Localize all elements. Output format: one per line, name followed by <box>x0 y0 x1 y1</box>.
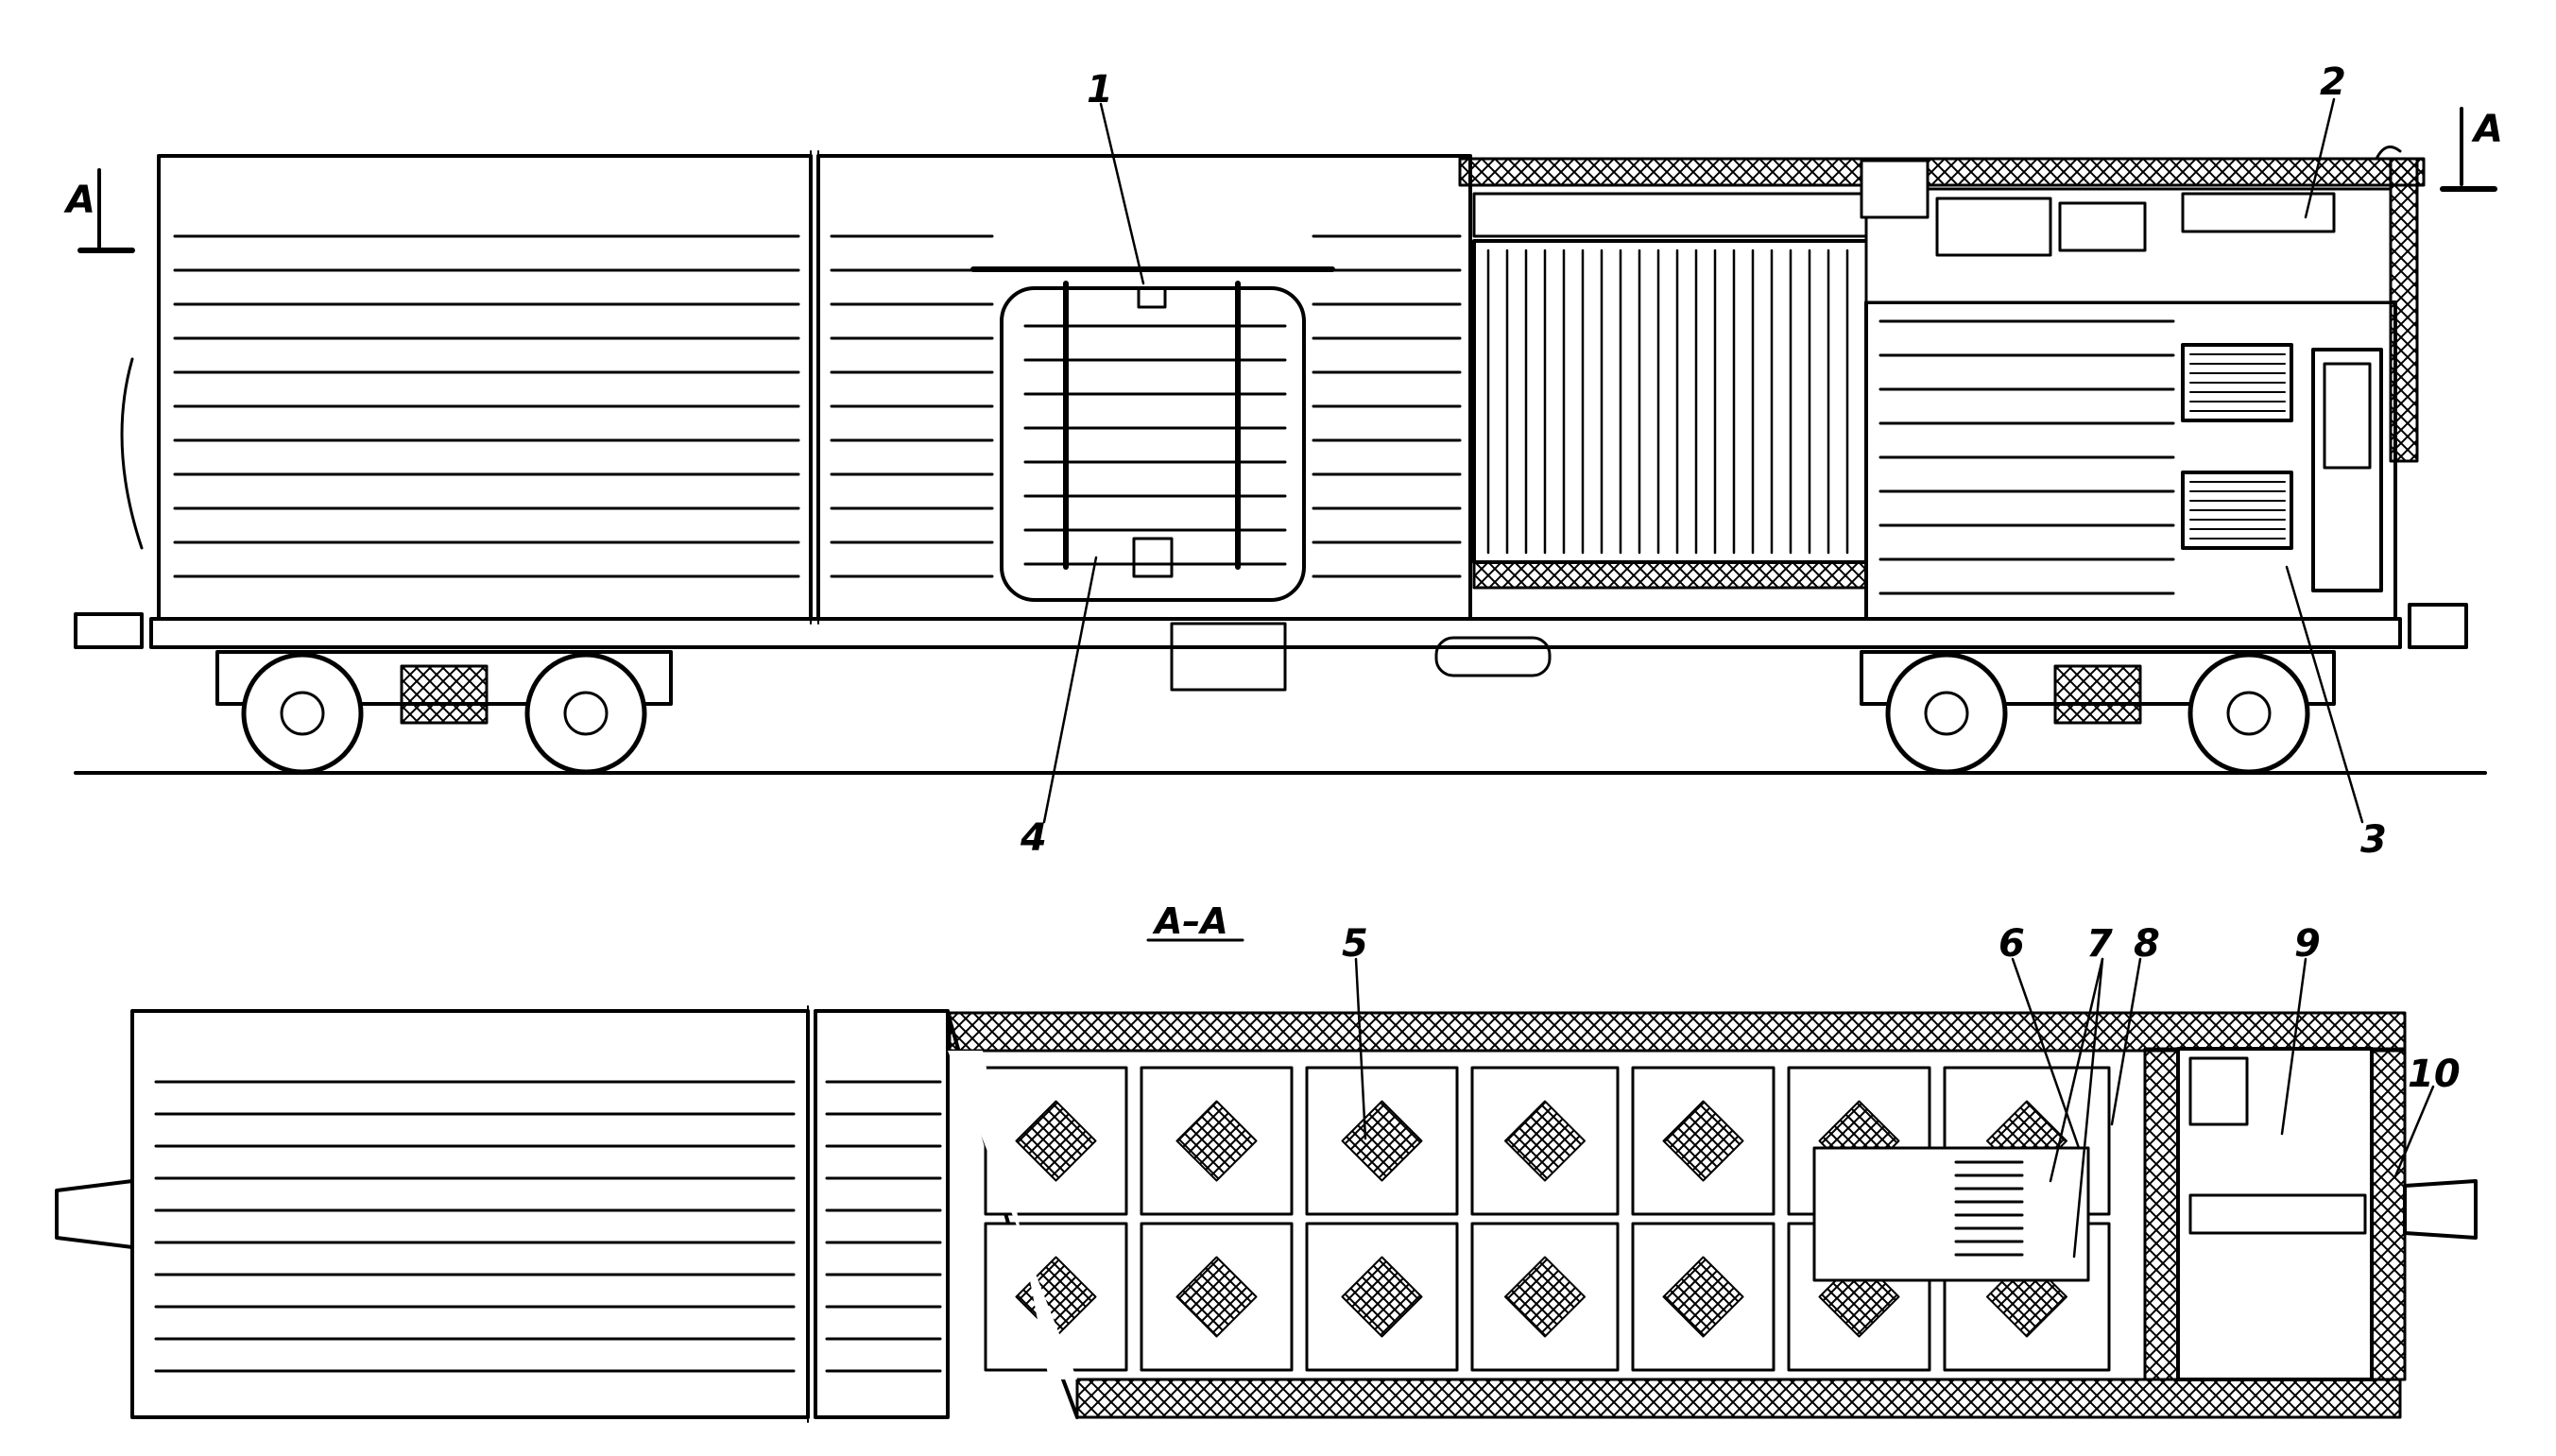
bogies <box>215 650 2336 775</box>
grating-panel <box>1470 1066 1620 1216</box>
callout-6: 6 <box>1998 922 2025 966</box>
wheel <box>2187 652 2310 775</box>
wheel-hub <box>280 691 325 736</box>
grating-mesh <box>1015 1100 1097 1182</box>
grating-mesh <box>1341 1256 1423 1338</box>
floor-grating-grid <box>948 1051 2111 1379</box>
wheel <box>524 652 647 775</box>
vent-box <box>1860 159 1930 219</box>
coupler-left <box>74 612 144 649</box>
coupler-right <box>2408 603 2468 649</box>
door-lock <box>1137 286 1167 309</box>
plan-section-a-a <box>55 1005 2478 1423</box>
plan-unit <box>1812 1146 2090 1282</box>
grating-mesh <box>1662 1256 1744 1338</box>
side-view <box>74 146 2487 775</box>
grating-mesh <box>1175 1100 1258 1182</box>
wheel <box>241 652 364 775</box>
cargo-compartment-cutaway <box>1472 239 1873 564</box>
brake-equipment <box>1170 622 1287 692</box>
body-ribs-middle <box>830 234 1462 578</box>
ceiling-duct <box>1472 192 1873 238</box>
callout-8: 8 <box>2134 922 2160 966</box>
compressor <box>1935 197 2052 257</box>
grating-mesh <box>1175 1256 1258 1338</box>
callout-10: 10 <box>2408 1053 2461 1096</box>
callout-2: 2 <box>2320 60 2346 104</box>
bogie-spring <box>2053 664 2142 725</box>
grating-mesh <box>1341 1100 1423 1182</box>
callout-1: 1 <box>1087 68 1113 111</box>
plan-unit-ribs <box>1954 1160 2024 1257</box>
plan-body-left <box>130 1009 810 1419</box>
callout-5: 5 <box>1342 922 1368 966</box>
plan-body-left-2 <box>814 1009 950 1419</box>
cargo-bars <box>1486 248 1849 555</box>
louvre-upper <box>2181 343 2293 422</box>
insulation-roof <box>1458 157 2426 187</box>
section-title: A–A <box>1152 900 1228 942</box>
roof-hatch <box>2375 146 2402 161</box>
underframe <box>149 617 2402 649</box>
service-door <box>2311 348 2383 592</box>
plan-drive-shaft <box>2188 1193 2367 1235</box>
callout-9: 9 <box>2294 922 2321 966</box>
body-ribs-left <box>173 234 800 578</box>
condenser <box>2181 192 2336 233</box>
insulation-end-wall <box>2389 157 2419 463</box>
plan-equipment-room <box>2176 1047 2374 1381</box>
plan-end-wall <box>2370 1047 2407 1381</box>
refrigeration-unit <box>1864 187 2393 304</box>
plan-wall-top <box>948 1011 2407 1053</box>
section-arrow-left-label: A <box>63 179 95 222</box>
section-arrow-right-label: A <box>2471 108 2503 151</box>
grating-mesh <box>1504 1100 1586 1182</box>
louvre-lower <box>2181 471 2293 550</box>
fuel-tank <box>1434 636 1552 677</box>
plan-coupler-left <box>55 1179 134 1249</box>
wheel-hub <box>2226 691 2272 736</box>
wheel-hub <box>563 691 609 736</box>
bogie-spring <box>400 664 489 725</box>
louvre-slats <box>2189 353 2286 540</box>
end-ladder-left <box>120 357 144 550</box>
cut-mask <box>948 1051 1077 1379</box>
grating-panel <box>1140 1222 1294 1372</box>
wheel <box>1885 652 2008 775</box>
plan-ribs <box>154 1080 942 1373</box>
door-ribs <box>1023 324 1287 566</box>
leader-lines <box>1042 97 2435 1259</box>
car-body-left <box>157 154 813 621</box>
callout-7: 7 <box>2086 922 2113 966</box>
plan-coupler-right <box>2403 1179 2478 1240</box>
body-ribs-right <box>1878 319 2175 595</box>
grating-mesh <box>1662 1100 1744 1182</box>
plan-partition <box>2143 1047 2180 1381</box>
callout-4: 4 <box>1020 816 1047 860</box>
service-door-window <box>2323 362 2372 470</box>
section-markers <box>77 107 2497 942</box>
text-labels: A A A–A 1 2 3 4 5 6 7 8 9 10 <box>63 60 2503 1096</box>
callout-3: 3 <box>2360 818 2387 862</box>
compressor-motor <box>2058 201 2147 252</box>
wheel-hub <box>1924 691 1969 736</box>
door-handle <box>1132 537 1174 578</box>
sliding-door <box>1000 286 1306 602</box>
plan-hatch <box>2188 1056 2249 1126</box>
grating-mesh <box>1504 1256 1586 1338</box>
plan-wall-bottom <box>1075 1378 2402 1419</box>
